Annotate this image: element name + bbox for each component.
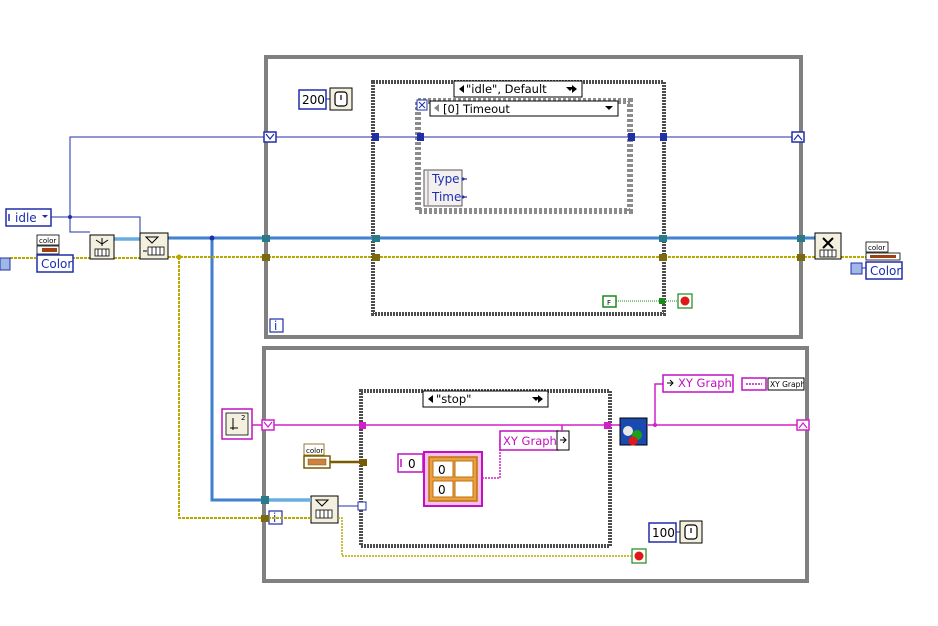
cluster-value-0: 0	[438, 463, 446, 477]
queue-reference-node[interactable]: 2	[221, 408, 253, 440]
top-loop-iteration-label: i	[274, 319, 277, 333]
color-indicator: color Color	[850, 241, 903, 280]
queue-ref-count: 2	[241, 414, 245, 422]
color-indicator-caption: color	[868, 244, 885, 252]
color-indicator-label: Color	[870, 264, 901, 278]
event-data-node[interactable]	[423, 169, 463, 207]
cluster-array-index: 0	[408, 457, 416, 471]
color-constant-caption: color	[306, 447, 323, 455]
top-loop-right-shift-register	[791, 131, 805, 143]
state-enum-constant[interactable]	[5, 208, 52, 227]
top-loop-iteration-terminal	[269, 318, 284, 333]
dequeue-element-node[interactable]	[310, 495, 339, 524]
event-data-type: Type	[431, 172, 460, 186]
false-constant-label: F	[607, 299, 611, 307]
xy-graph-property-label: XY Graph	[678, 376, 732, 390]
event-case-label: [0] Timeout	[443, 102, 510, 116]
top-while-loop[interactable]	[264, 55, 803, 339]
enqueue-element-node[interactable]	[139, 232, 169, 260]
ui-wait-value: 100	[652, 526, 675, 540]
color-control-label: Color	[41, 257, 72, 271]
state-enum-value: idle	[15, 211, 37, 225]
event-case-selector[interactable]	[429, 100, 619, 117]
xy-graph-reference[interactable]	[767, 377, 805, 391]
release-queue-node[interactable]	[814, 232, 842, 260]
stop-case-label: "stop"	[436, 392, 471, 406]
idle-case-selector[interactable]	[453, 80, 583, 98]
top-wait-timer-icon[interactable]	[329, 87, 353, 111]
top-loop-stop-terminal[interactable]	[677, 293, 693, 309]
obtain-queue-node[interactable]	[89, 234, 115, 260]
cluster-array-constant[interactable]: 0 0 0	[397, 451, 483, 507]
color-ramp-node[interactable]	[619, 417, 648, 446]
color-control-caption: color	[39, 237, 56, 245]
ui-wait-timer-icon[interactable]	[679, 520, 703, 544]
stop-case-selector[interactable]	[422, 390, 549, 408]
ui-loop-left-shift-register	[261, 419, 275, 431]
cluster-value-1: 0	[438, 483, 446, 497]
top-loop-left-shift-register	[263, 131, 277, 143]
ui-loop-right-shift-register	[796, 419, 810, 431]
ui-loop-stop-terminal[interactable]	[631, 548, 647, 564]
color-control[interactable]: color Color	[36, 234, 74, 273]
xy-graph-local-label: XY Graph	[503, 434, 557, 448]
ui-while-loop[interactable]	[262, 346, 809, 583]
xy-graph-property-node[interactable]	[662, 374, 734, 393]
xy-graph-reference-label: XY Graph	[770, 380, 805, 389]
left-edge-terminal	[0, 257, 11, 271]
idle-case-label: "idle", Default	[466, 82, 547, 96]
event-data-time: Time	[431, 190, 461, 204]
top-wait-value: 200	[302, 93, 325, 107]
color-constant[interactable]: color	[303, 443, 331, 469]
